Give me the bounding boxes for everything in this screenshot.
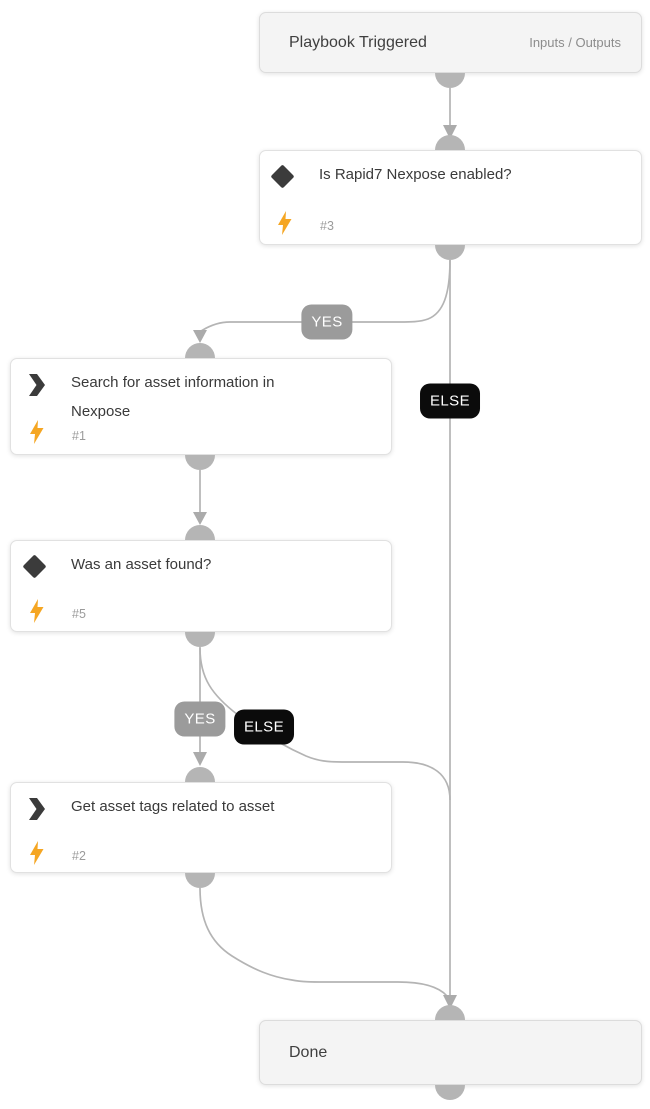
arrowhead (193, 330, 207, 343)
node-action-get-tags[interactable]: Get asset tags related to asset #2 (10, 782, 392, 873)
edge-decision3-yes (200, 259, 451, 332)
edge-decision5-else (199, 647, 451, 801)
action-chevron-icon (29, 798, 45, 820)
node-title: Get asset tags related to asset (71, 798, 275, 815)
step-number: #1 (72, 429, 86, 443)
node-title: Is Rapid7 Nexpose enabled? (319, 166, 512, 183)
branch-label-yes-asset: YES (174, 701, 226, 737)
step-number: #5 (72, 607, 86, 621)
branch-label-yes-nexpose: YES (301, 304, 353, 340)
node-done[interactable]: Done (259, 1020, 642, 1085)
arrowhead (443, 995, 457, 1009)
edge-action2-out (199, 887, 448, 997)
arrowhead (193, 752, 207, 766)
node-decision-asset-found[interactable]: Was an asset found? #5 (10, 540, 392, 632)
inputs-outputs-link[interactable]: Inputs / Outputs (529, 35, 621, 50)
trigger-bolt-icon (30, 420, 44, 444)
step-number: #2 (72, 849, 86, 863)
action-chevron-icon (29, 374, 45, 396)
node-action-search-asset[interactable]: Search for asset information in Nexpose … (10, 358, 392, 455)
decision-diamond-icon (270, 164, 295, 189)
step-number: #3 (320, 219, 334, 233)
arrowhead (193, 512, 207, 525)
trigger-bolt-icon (30, 599, 44, 623)
trigger-bolt-icon (30, 841, 44, 865)
node-decision-nexpose-enabled[interactable]: Is Rapid7 Nexpose enabled? #3 (259, 150, 642, 245)
branch-label-else-nexpose: ELSE (420, 383, 480, 419)
branch-label-else-asset: ELSE (234, 709, 294, 745)
trigger-title: Playbook Triggered (289, 33, 427, 51)
arrowhead (443, 125, 457, 139)
decision-diamond-icon (22, 554, 47, 579)
done-title: Done (289, 1043, 328, 1061)
trigger-bolt-icon (278, 211, 292, 235)
node-title: Search for asset information in Nexpose (71, 374, 275, 420)
node-title: Was an asset found? (71, 556, 212, 573)
node-playbook-trigger[interactable]: Playbook Triggered Inputs / Outputs (259, 12, 642, 73)
